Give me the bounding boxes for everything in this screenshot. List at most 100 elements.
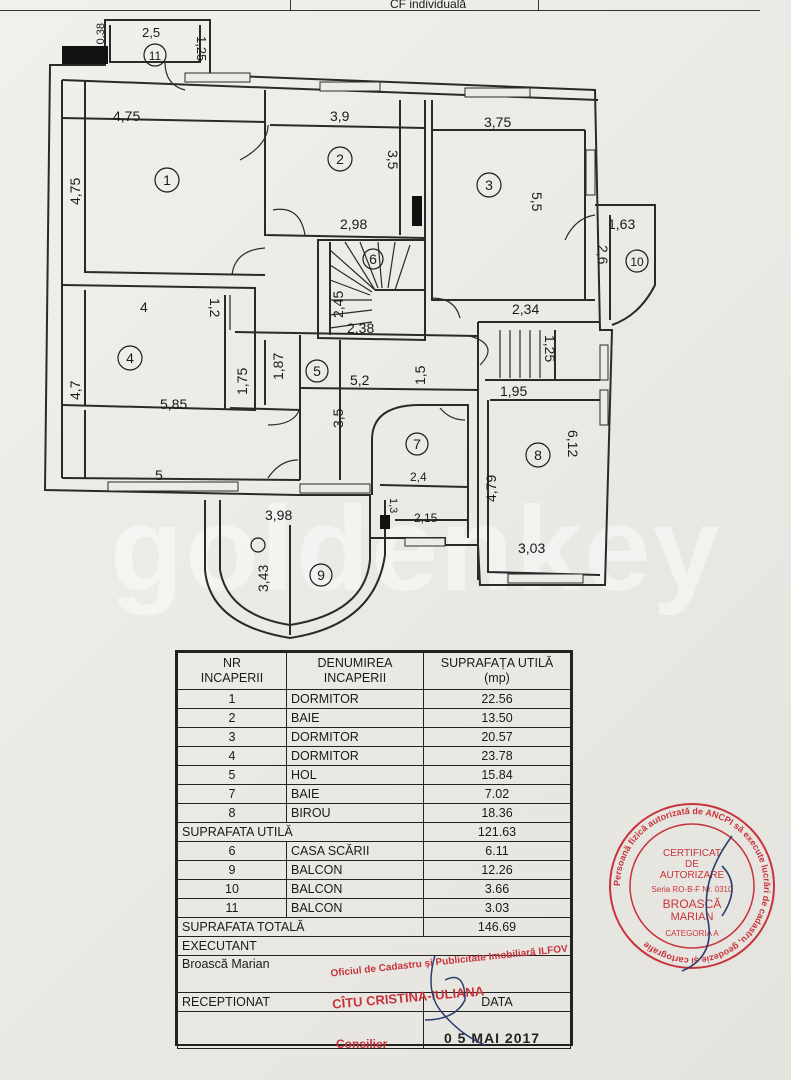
seal-text: AUTORIZARE xyxy=(660,870,725,881)
authorization-seal: Persoană fizică autorizată de ANCPI să e… xyxy=(609,803,775,972)
dim-label: 1,63 xyxy=(608,216,635,232)
dim-label: 0,38 xyxy=(95,23,107,44)
room-area: 22.56 xyxy=(423,689,571,709)
room-name: BAIE xyxy=(286,708,424,728)
room-number: 10 xyxy=(630,255,644,269)
cf-label: CF individuală xyxy=(390,0,467,11)
room-name: BIROU xyxy=(286,803,424,823)
room-area: 3.66 xyxy=(423,879,571,899)
room-name: DORMITOR xyxy=(286,727,424,747)
dim-label: 2,4 xyxy=(410,470,427,484)
room-nr: 3 xyxy=(177,727,287,747)
signature-picture xyxy=(424,954,486,1046)
dim-label: 1,5 xyxy=(412,365,428,385)
room-number: 8 xyxy=(534,447,542,463)
col-header-nr: NR INCAPERII xyxy=(177,652,287,690)
room-number: 2 xyxy=(336,151,344,167)
room-name: DORMITOR xyxy=(286,689,424,709)
dim-label: 4,75 xyxy=(67,178,83,205)
room-nr: 6 xyxy=(177,841,287,861)
seal-text: MARIAN xyxy=(671,911,714,923)
total-area-value: 146.69 xyxy=(423,917,571,937)
seal-text: Seria RO-B-F Nr. 0310 xyxy=(652,885,733,894)
room-nr: 4 xyxy=(177,746,287,766)
dim-label: 3,5 xyxy=(330,408,346,428)
seal-text: CERTIFICAT xyxy=(663,848,721,859)
room-nr: 8 xyxy=(177,803,287,823)
dim-label: 3,03 xyxy=(518,540,545,556)
room-number: 7 xyxy=(413,436,421,452)
dim-label: 1,25 xyxy=(542,335,558,362)
dim-label: 5,2 xyxy=(350,372,370,388)
room-name: CASA SCĂRII xyxy=(286,841,424,861)
total-area-label: SUPRAFATA TOTALĂ xyxy=(177,917,424,937)
dim-label: 1,3 xyxy=(387,498,399,513)
room-nr: 1 xyxy=(177,689,287,709)
room-area: 7.02 xyxy=(423,784,571,804)
dim-label: 6,12 xyxy=(565,430,581,457)
useful-area-label: SUPRAFATA UTILĂ xyxy=(177,822,424,842)
dim-label: 4,79 xyxy=(483,475,499,502)
room-number: 3 xyxy=(485,177,493,193)
floor-plan: 0,38 2,5 1,25 4,75 4,75 3,9 3,5 2,98 3,7… xyxy=(43,19,656,640)
dim-label: 1,95 xyxy=(500,383,527,399)
seal-text: BROASCĂ xyxy=(663,896,722,911)
room-area: 3.03 xyxy=(423,898,571,918)
room-name: BAIE xyxy=(286,784,424,804)
dim-label: 4 xyxy=(140,299,148,315)
dim-label: 4,75 xyxy=(113,108,140,124)
header-line xyxy=(0,10,760,11)
room-area: 23.78 xyxy=(423,746,571,766)
dim-label: 2,15 xyxy=(414,511,438,525)
dim-label: 2,98 xyxy=(340,216,367,232)
room-nr: 10 xyxy=(177,879,287,899)
room-name: BALCON xyxy=(286,898,424,918)
header-divider xyxy=(290,0,291,10)
room-area: 13.50 xyxy=(423,708,571,728)
dim-label: 1,2 xyxy=(207,298,223,318)
area-table: NR INCAPERII DENUMIREA INCAPERII SUPRAFA… xyxy=(175,650,573,1049)
dim-label: 5 xyxy=(155,467,163,483)
dim-label: 2,34 xyxy=(512,301,539,317)
col-header-name: DENUMIREA INCAPERII xyxy=(286,652,424,690)
room-nr: 9 xyxy=(177,860,287,880)
room-area: 15.84 xyxy=(423,765,571,785)
seal-text: DE xyxy=(685,859,699,870)
dim-label: 2,38 xyxy=(347,320,374,336)
dim-label: 4,7 xyxy=(67,380,83,400)
dim-label: 3,98 xyxy=(265,507,292,523)
room-name: BALCON xyxy=(286,879,424,899)
dim-label: 3,9 xyxy=(330,108,350,124)
dim-label: 3,5 xyxy=(385,150,401,170)
room-number: 9 xyxy=(317,567,325,583)
receptionat-cell xyxy=(177,1011,424,1049)
room-number: 4 xyxy=(126,350,134,366)
dim-label: 3,43 xyxy=(255,565,271,592)
room-nr: 11 xyxy=(177,898,287,918)
reception-date: 0 5 MAI 2017 xyxy=(444,1030,541,1046)
room-number: 5 xyxy=(313,363,321,379)
dim-label: 1,87 xyxy=(270,353,286,380)
dim-label: 5,85 xyxy=(160,396,187,412)
seal-text: CATEGORIA A xyxy=(665,929,719,938)
room-area: 20.57 xyxy=(423,727,571,747)
room-area: 12.26 xyxy=(423,860,571,880)
dim-label: 2,45 xyxy=(330,291,346,318)
dim-label: 1,25 xyxy=(194,36,209,61)
room-nr: 7 xyxy=(177,784,287,804)
room-number: 1 xyxy=(163,172,171,188)
room-nr: 2 xyxy=(177,708,287,728)
dim-label: 1,75 xyxy=(234,368,250,395)
room-number: 6 xyxy=(369,251,377,267)
header-divider xyxy=(538,0,539,10)
room-name: BALCON xyxy=(286,860,424,880)
